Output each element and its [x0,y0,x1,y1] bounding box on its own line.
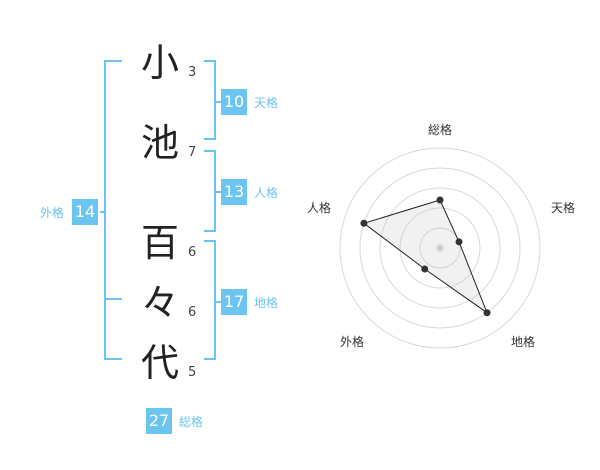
gaikaku-label: 外格 [40,206,65,220]
radar-grid-ring-5 [339,147,541,349]
tenkaku-label: 天格 [254,96,279,110]
jinkaku-label: 人格 [254,186,279,200]
tenkaku-value: 10 [221,89,247,115]
stroke-count-1: 3 [188,65,197,80]
stroke-count-2: 7 [188,145,197,160]
name-char-2: 池 [140,121,179,165]
radar-point-1 [436,196,444,204]
radar-axis-label-soukaku: 総格 [428,123,453,137]
radar-grid-ring-4 [359,167,521,329]
radar-point-2 [455,238,463,246]
stroke-count-3: 6 [188,245,197,260]
radar-point-3 [483,309,491,317]
radar-axis-label-gaikaku: 外格 [340,335,365,349]
gaikaku-bracket-middle-tick [104,298,122,300]
radar-point-5 [360,219,368,227]
stroke-count-4: 6 [188,305,197,320]
name-char-1: 小 [140,41,179,85]
chikaku-label: 地格 [254,296,279,310]
name-char-3: 百 [140,221,179,265]
name-char-4: 々 [140,281,179,325]
radar-point-4 [421,265,429,273]
jinkaku-connector [214,191,222,193]
chikaku-bracket [204,240,216,360]
radar-grid-ring-2 [399,207,481,289]
radar-axis-label-chikaku: 地格 [511,335,536,349]
stroke-count-5: 5 [188,365,197,380]
radar-grid-ring-3 [379,187,501,309]
radar-center-point [436,244,444,252]
tenkaku-connector [214,101,222,103]
radar-series-polygon [362,199,489,315]
jinkaku-value: 13 [221,179,247,205]
tenkaku-bracket [204,60,216,140]
soukaku-value: 27 [146,408,172,434]
chikaku-connector [214,301,222,303]
gaikaku-connector [100,211,106,213]
soukaku-label: 総格 [179,415,204,429]
radar-axis-label-tenkaku: 天格 [551,201,576,215]
radar-grid-ring-1 [419,227,461,269]
chikaku-value: 17 [221,289,247,315]
radar-axis-label-jinkaku: 人格 [307,201,332,215]
gaikaku-bracket [104,60,122,360]
name-char-5: 代 [140,341,179,385]
gaikaku-value: 14 [72,199,98,225]
